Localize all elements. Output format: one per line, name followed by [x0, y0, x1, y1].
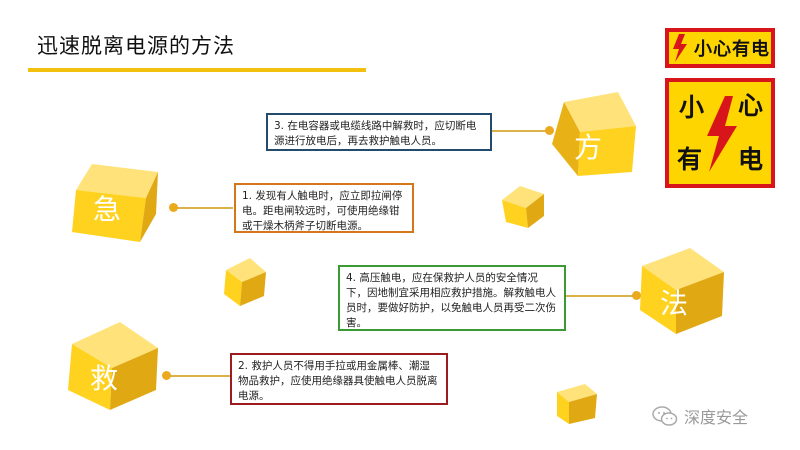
step-4-box: 4. 高压触电，应在保救护人员的安全情况下，因地制宜采用相应救护措施。解救触电人…: [338, 265, 566, 331]
wechat-icon: [652, 406, 678, 426]
decorative-cube: [557, 384, 597, 424]
connector-dot: [545, 126, 554, 135]
watermark-text: 深度安全: [684, 408, 749, 427]
connector-dot: [162, 371, 171, 380]
step-3-box: 3. 在电容器或电缆线路中解救时，应切断电源进行放电后，再去救护触电人员。: [266, 113, 492, 151]
connector-dot: [632, 291, 641, 300]
step-1-box: 1. 发现有人触电时，应立即拉闸停电。距电闸较远时，可使用绝缘钳或干燥木柄斧子切…: [234, 183, 414, 233]
cube-urgent: [72, 164, 158, 242]
connector-line: [566, 295, 640, 297]
cube-method: [552, 92, 636, 176]
watermark: 深度安全: [652, 404, 748, 428]
sign-char-1: 小: [679, 93, 705, 122]
cube-rescue-label: 救: [90, 362, 119, 395]
page-title: 迅速脱离电源的方法: [37, 34, 235, 58]
cube-rescue: [68, 322, 158, 410]
sign-small-text: 小心有电: [694, 39, 770, 60]
title-underline: [28, 68, 366, 72]
caution-electricity-sign-large: 小 心 有 电: [665, 78, 775, 188]
caution-electricity-sign-small: 小心有电: [665, 28, 775, 68]
lightning-bolt-icon: [673, 34, 687, 62]
sign-char-3: 有: [677, 145, 703, 174]
cube-law: [640, 248, 724, 334]
connector-line: [166, 375, 230, 377]
connector-line: [492, 130, 550, 132]
cube-law-label: 法: [660, 287, 689, 320]
cube-method-label: 方: [574, 131, 603, 164]
lightning-bolt-icon: [707, 96, 737, 172]
sign-char-4: 电: [737, 145, 763, 174]
connector-dot: [169, 203, 178, 212]
cube-urgent-label: 急: [93, 193, 122, 226]
sign-char-2: 心: [737, 91, 763, 120]
decorative-cube: [224, 258, 266, 306]
decorative-cube: [502, 186, 544, 228]
step-2-box: 2. 救护人员不得用手拉或用金属棒、潮湿物品救护，应使用绝缘器具使触电人员脱离电…: [230, 353, 448, 405]
connector-line: [173, 207, 233, 209]
